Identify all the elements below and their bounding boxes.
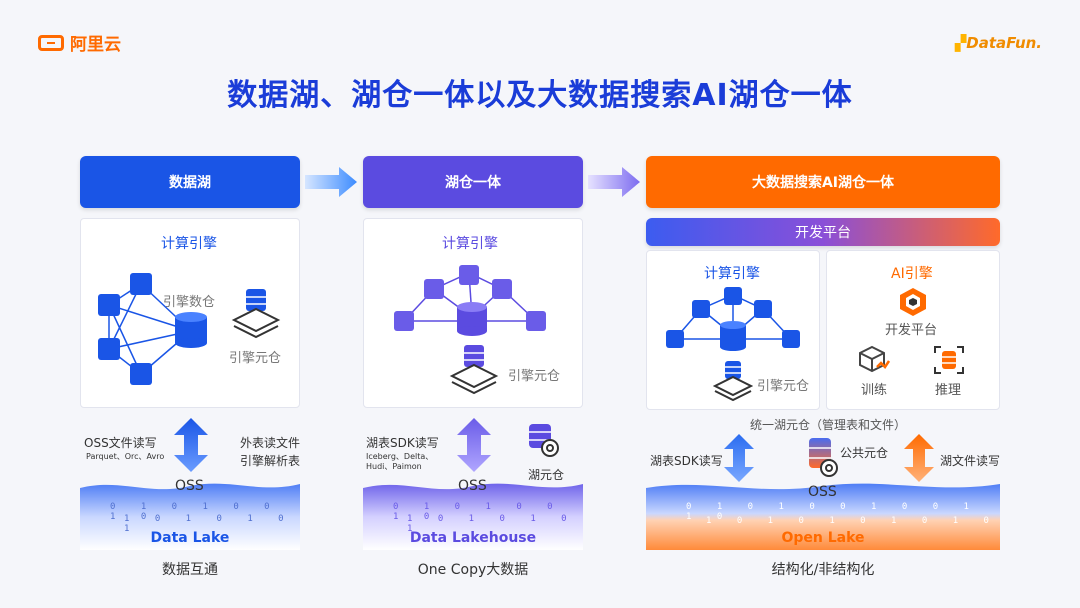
engine-dw-label: 引擎数仓 [163, 295, 216, 310]
aliyun-logo: 阿里云 [38, 30, 121, 55]
datafun-logo-icon: ▞ [954, 34, 967, 52]
node-icon [724, 287, 742, 305]
datafun-logo: ▞DataFun. [954, 34, 1042, 52]
format-list: Parquet、Orc、Avro [86, 452, 165, 461]
engine-graph [394, 265, 546, 336]
node-icon [754, 300, 772, 318]
public-meta-label: 公共元仓 [840, 446, 889, 460]
caption-3: 结构化/非结构化 [771, 562, 875, 578]
lake-wave [646, 483, 1000, 550]
node-icon [98, 294, 120, 316]
node-icon [130, 273, 152, 295]
node-icon [459, 265, 479, 285]
database-icon [175, 312, 207, 348]
engine-title: 计算引擎 [442, 236, 498, 252]
train-icon [859, 345, 891, 373]
lake-label: Data Lake [150, 530, 230, 546]
oss-label: OSS [458, 478, 487, 494]
lake-wave [80, 483, 300, 550]
oss-label: OSS [808, 484, 837, 500]
flow-arrow-icon [305, 167, 357, 197]
engine-graph [666, 287, 800, 351]
engine-parse-label: 引擎解析表 [240, 454, 301, 468]
engine-panel-1: 计算引擎 引擎数仓 引擎元仓 [80, 218, 300, 408]
database-icon [720, 321, 746, 351]
stack-layers-icon [231, 289, 281, 339]
stack-layers-icon [713, 361, 753, 402]
lakehouse-band: 0 1 0 1 0 0 1 0 1 0 1 0 1 0 1 OSS Data L… [363, 478, 583, 550]
unified-meta-label: 统一湖元仓（管理表和文件） [750, 418, 907, 432]
gear-database-icon [809, 438, 838, 477]
ai-platform-label: 开发平台 [885, 323, 938, 338]
header-ai-lakehouse: 大数据搜索AI湖仓一体 [646, 156, 1000, 208]
node-icon [692, 300, 710, 318]
caption-2: One Copy大数据 [417, 562, 529, 578]
lake-file-rw-label: 湖文件读写 [940, 454, 1001, 468]
stack-layers-icon [449, 345, 499, 395]
node-icon [782, 330, 800, 348]
data-lake-band: 0 1 0 1 0 0 1 0 1 0 1 0 1 0 1 OSS Data L… [80, 478, 300, 550]
ai-infer-label: 推理 [935, 383, 962, 398]
ai-engine-title: AI引擎 [891, 266, 933, 282]
external-read-label: 外表读文件 [240, 436, 301, 450]
lake-meta-label: 湖元仓 [528, 468, 565, 482]
engine-title: 计算引擎 [161, 236, 217, 252]
node-icon [98, 338, 120, 360]
ai-train-label: 训练 [861, 383, 888, 398]
engine-meta-label: 引擎元仓 [508, 369, 561, 384]
double-arrow-icon [724, 434, 754, 482]
format-list-1: Iceberg、Delta、 [366, 452, 434, 461]
cube-icon [900, 288, 926, 316]
node-icon [130, 363, 152, 385]
node-icon [492, 279, 512, 299]
node-icon [424, 279, 444, 299]
page-title: 数据湖、湖仓一体以及大数据搜索AI湖仓一体 [227, 78, 853, 113]
database-icon [457, 302, 487, 336]
engine-graph [98, 273, 207, 385]
oss-rw-label: OSS文件读写 [84, 436, 157, 450]
infer-icon [934, 346, 964, 374]
lake-label: Open Lake [781, 530, 865, 546]
double-arrow-icon [457, 418, 491, 472]
engine-title: 计算引擎 [704, 266, 760, 282]
engine-panel-3: 计算引擎 引擎元仓 [646, 250, 820, 410]
open-lake-band: 0 1 0 1 0 0 1 0 0 1 1 0 1 0 1 0 1 0 1 0 … [646, 478, 1000, 550]
oss-label: OSS [175, 478, 204, 494]
double-arrow-icon [174, 418, 208, 472]
engine-meta-label: 引擎元仓 [229, 351, 282, 366]
engine-meta-label: 引擎元仓 [757, 379, 810, 394]
lake-sdk-label: 湖表SDK读写 [366, 436, 439, 450]
dev-platform-bar: 开发平台 [646, 218, 1000, 246]
ai-engine-panel: AI引擎 开发平台 训练 推理 [826, 250, 1000, 410]
header-data-lake: 数据湖 [80, 156, 300, 208]
aliyun-logo-icon [38, 34, 64, 51]
engine-panel-2: 计算引擎 引擎元仓 [363, 218, 583, 408]
lake-label: Data Lakehouse [409, 530, 537, 546]
format-list-2: Hudi、Paimon [366, 462, 422, 471]
node-icon [394, 311, 414, 331]
node-icon [666, 330, 684, 348]
double-arrow-icon [904, 434, 934, 482]
header-lakehouse: 湖仓一体 [363, 156, 583, 208]
gear-database-icon [529, 424, 559, 457]
flow-arrow-icon [588, 167, 640, 197]
lake-wave [363, 483, 583, 550]
caption-1: 数据互通 [162, 562, 218, 578]
node-icon [526, 311, 546, 331]
lake-sdk-label: 湖表SDK读写 [650, 454, 723, 468]
